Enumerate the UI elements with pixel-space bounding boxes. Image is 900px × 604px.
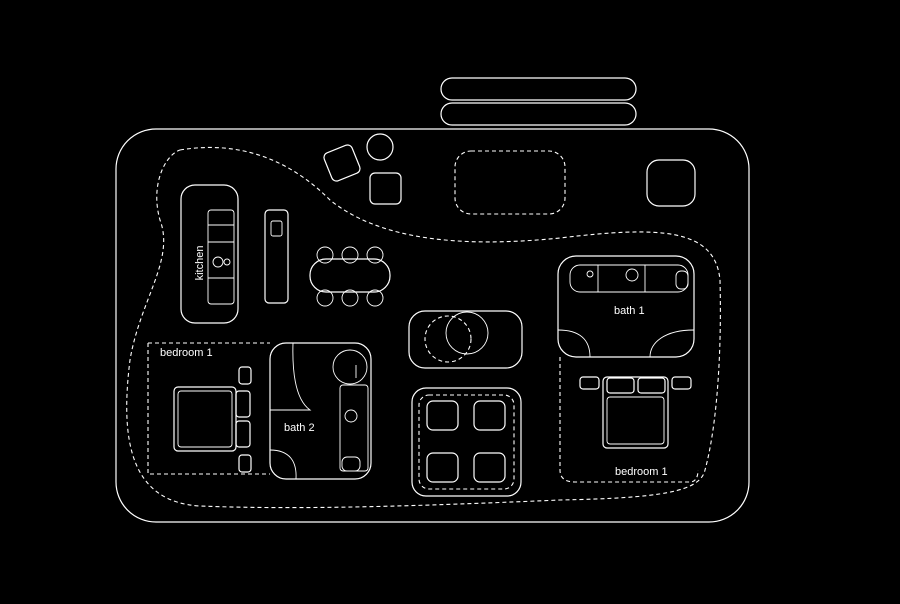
bedroom-left: bedroom 1 [147,342,270,475]
kitchen-island [264,209,289,304]
patio-seating [323,133,402,205]
patio-table-zone [454,150,566,215]
bath-2: bath 2 [269,342,372,480]
label-bedroom-right: bedroom 1 [615,466,668,478]
patio-planter [646,159,696,207]
bath-1: bath 1 [557,255,695,358]
dining-table [309,246,391,307]
roof-canopies [440,77,637,126]
label-bedroom-left: bedroom 1 [160,347,213,359]
label-kitchen: kitchen [194,246,206,281]
interior-zone-outline [126,146,721,509]
lounge-seating [411,387,522,497]
living-rug [408,310,523,369]
building-outline [115,128,750,523]
label-bath-2: bath 2 [284,422,315,434]
bedroom-right: bedroom 1 [559,357,699,483]
label-bath-1: bath 1 [614,305,645,317]
kitchen: kitchen [180,184,239,324]
